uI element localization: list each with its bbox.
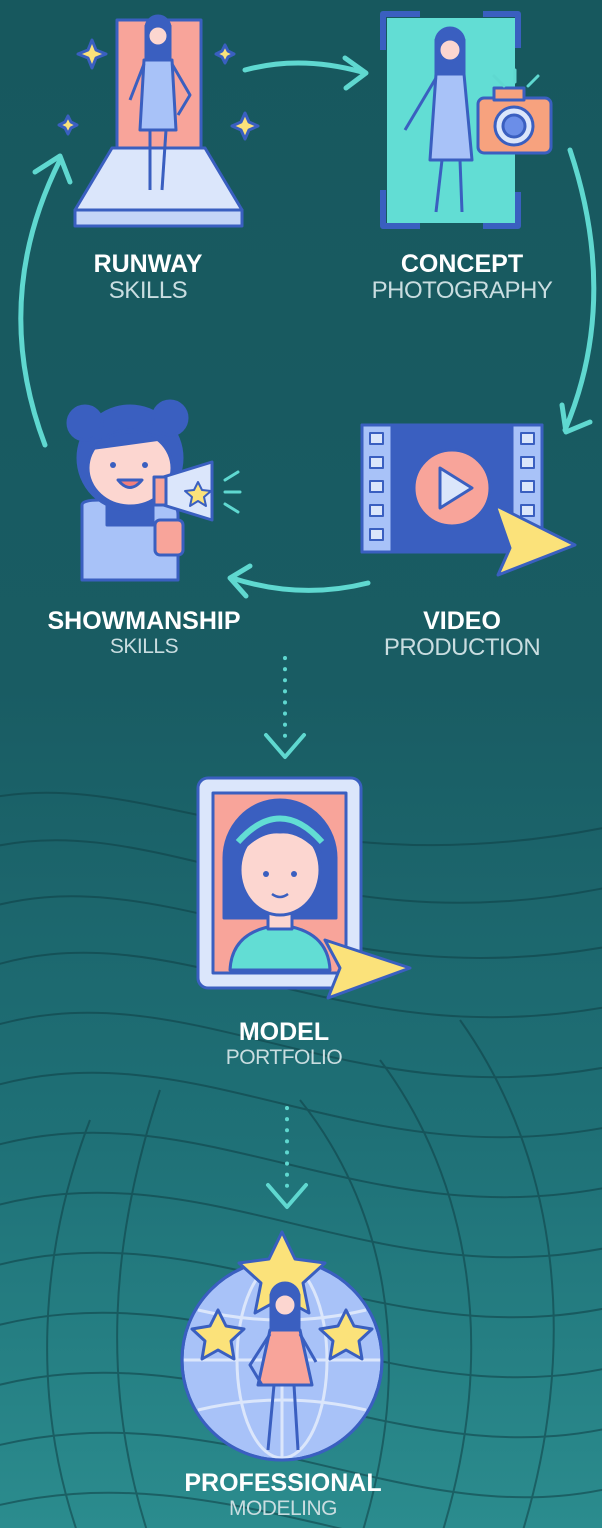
megaphone-presenter-icon: [66, 399, 242, 582]
step-showmanship-label: SHOWMANSHIP SKILLS: [4, 607, 284, 658]
step-concept-label: CONCEPT PHOTOGRAPHY: [322, 252, 602, 303]
camera-photoshoot-icon: [380, 11, 553, 229]
step-video-title: VIDEO: [423, 607, 501, 635]
step-model-title: MODEL: [238, 1018, 330, 1046]
arrow-showmanship-to-runway: [18, 153, 73, 448]
portrait-frame-icon: [196, 776, 412, 1000]
step-professional-subtitle: MODELING: [228, 1497, 338, 1520]
step-professional-label: PROFESSIONAL MODELING: [143, 1469, 423, 1520]
globe-star-model-icon: [180, 1230, 384, 1462]
step-professional-title: PROFESSIONAL: [184, 1469, 382, 1497]
step-model-label: MODEL PORTFOLIO: [144, 1018, 424, 1069]
dotted-arrow-to-professional: [266, 1106, 308, 1209]
step-runway-title: RUNWAY: [93, 250, 203, 278]
step-runway-label: RUNWAY SKILLS: [8, 252, 288, 303]
runway-stage-icon: [57, 14, 260, 228]
step-concept-title: CONCEPT: [400, 250, 524, 278]
step-runway-subtitle: SKILLS: [108, 277, 188, 304]
dotted-arrow-to-portfolio: [264, 656, 306, 759]
film-play-icon: [360, 423, 577, 577]
arrow-concept-to-video: [559, 147, 597, 435]
arrow-video-to-showmanship: [227, 563, 371, 599]
step-video-label: VIDEO PRODUCTION: [322, 609, 602, 660]
step-showmanship-title: SHOWMANSHIP: [47, 607, 241, 635]
step-concept-subtitle: PHOTOGRAPHY: [371, 277, 553, 304]
step-video-subtitle: PRODUCTION: [383, 634, 541, 661]
arrow-runway-to-concept: [242, 55, 369, 91]
step-model-subtitle: PORTFOLIO: [225, 1046, 343, 1069]
step-showmanship-subtitle: SKILLS: [109, 635, 179, 658]
